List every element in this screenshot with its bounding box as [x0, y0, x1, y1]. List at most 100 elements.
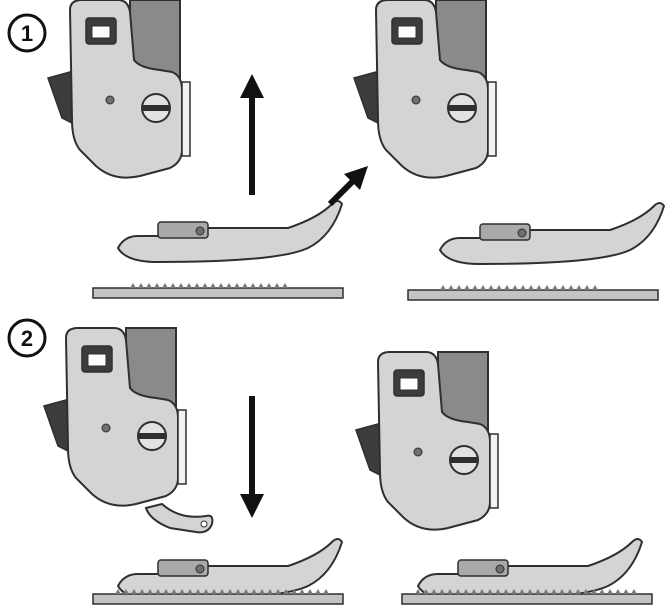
- feed-tooth: [479, 589, 485, 594]
- arrow-up-icon: [240, 74, 264, 195]
- feed-tooth: [283, 589, 289, 594]
- feed-tooth: [440, 285, 446, 290]
- feed-tooth: [146, 283, 152, 288]
- feed-tooth: [552, 285, 558, 290]
- panel-2-right-foot: [355, 351, 499, 531]
- feed-tooth: [282, 283, 288, 288]
- feed-tooth: [511, 589, 517, 594]
- feed-tooth: [147, 589, 153, 594]
- feed-tooth: [583, 589, 589, 594]
- feed-tooth: [219, 589, 225, 594]
- feed-tooth: [251, 589, 257, 594]
- panel-1-right-plate: [407, 289, 659, 301]
- feed-tooth: [211, 589, 217, 594]
- feed-tooth: [560, 285, 566, 290]
- feed-tooth: [203, 589, 209, 594]
- feed-tooth: [163, 589, 169, 594]
- panel-1-left-plate: [92, 287, 344, 299]
- feed-tooth: [592, 285, 598, 290]
- feed-tooth: [186, 283, 192, 288]
- feed-teeth-1-left: [130, 283, 288, 288]
- feed-tooth: [171, 589, 177, 594]
- feed-tooth: [123, 589, 129, 594]
- feed-tooth: [162, 283, 168, 288]
- feed-tooth: [599, 589, 605, 594]
- feed-tooth: [139, 589, 145, 594]
- panel-2-left-foot: [43, 327, 187, 507]
- feed-tooth: [266, 283, 272, 288]
- feed-tooth: [259, 589, 265, 594]
- feed-tooth: [154, 283, 160, 288]
- feed-tooth: [463, 589, 469, 594]
- feed-tooth: [315, 589, 321, 594]
- panel-2-left-hook: [144, 502, 214, 534]
- feed-tooth: [194, 283, 200, 288]
- feed-tooth: [178, 283, 184, 288]
- feed-tooth: [584, 285, 590, 290]
- feed-tooth: [575, 589, 581, 594]
- feed-tooth: [448, 285, 454, 290]
- feed-tooth: [267, 589, 273, 594]
- panel-1-left-sole: [117, 200, 343, 263]
- feed-tooth: [195, 589, 201, 594]
- feed-tooth: [591, 589, 597, 594]
- feed-tooth: [250, 283, 256, 288]
- feed-tooth: [210, 283, 216, 288]
- feed-tooth: [155, 589, 161, 594]
- feed-tooth: [170, 283, 176, 288]
- panel-1-right-sole: [439, 202, 665, 265]
- feed-tooth: [551, 589, 557, 594]
- arrow-down-icon: [240, 396, 264, 518]
- feed-tooth: [520, 285, 526, 290]
- feed-tooth: [275, 589, 281, 594]
- panel-1-left-foot: [47, 0, 191, 179]
- feed-tooth: [439, 589, 445, 594]
- feed-tooth: [415, 589, 421, 594]
- feed-tooth: [576, 285, 582, 290]
- feed-tooth: [519, 589, 525, 594]
- feed-tooth: [504, 285, 510, 290]
- feed-tooth: [115, 589, 121, 594]
- feed-tooth: [480, 285, 486, 290]
- feed-tooth: [242, 283, 248, 288]
- feed-tooth: [472, 285, 478, 290]
- feed-tooth: [455, 589, 461, 594]
- feed-tooth: [528, 285, 534, 290]
- step-1-number: 1: [21, 21, 33, 46]
- feed-tooth: [631, 589, 637, 594]
- feed-tooth: [323, 589, 329, 594]
- arrow-diagonal-icon: [327, 166, 368, 207]
- feed-teeth-1-right: [440, 285, 598, 290]
- feed-tooth: [138, 283, 144, 288]
- feed-tooth: [431, 589, 437, 594]
- feed-tooth: [464, 285, 470, 290]
- feed-tooth: [615, 589, 621, 594]
- feed-tooth: [471, 589, 477, 594]
- feed-tooth: [568, 285, 574, 290]
- panel-1-right-foot: [353, 0, 497, 179]
- step-2-number: 2: [21, 326, 33, 351]
- feed-tooth: [487, 589, 493, 594]
- feed-tooth: [543, 589, 549, 594]
- feed-tooth: [623, 589, 629, 594]
- feed-tooth: [227, 589, 233, 594]
- feed-tooth: [179, 589, 185, 594]
- feed-tooth: [235, 589, 241, 594]
- feed-tooth: [544, 285, 550, 290]
- feed-tooth: [131, 589, 137, 594]
- step-2-badge: 2: [7, 318, 47, 358]
- feed-tooth: [496, 285, 502, 290]
- feed-tooth: [447, 589, 453, 594]
- feed-tooth: [536, 285, 542, 290]
- feed-tooth: [243, 589, 249, 594]
- feed-tooth: [495, 589, 501, 594]
- feed-tooth: [559, 589, 565, 594]
- feed-tooth: [512, 285, 518, 290]
- feed-tooth: [456, 285, 462, 290]
- feed-tooth: [291, 589, 297, 594]
- feed-tooth: [423, 589, 429, 594]
- feed-tooth: [607, 589, 613, 594]
- step-1-badge: 1: [7, 13, 47, 53]
